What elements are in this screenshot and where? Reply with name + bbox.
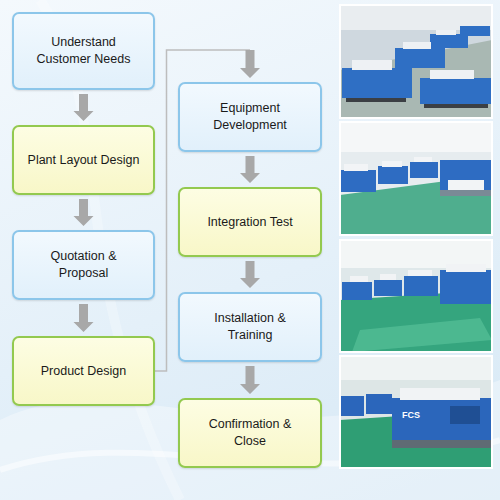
step-label: Installation & Training	[194, 310, 306, 344]
flow-arrow	[240, 366, 260, 394]
step-label: Understand Customer Needs	[28, 34, 140, 68]
step-label: Product Design	[41, 363, 126, 380]
process-box: Plant Layout Design	[12, 125, 155, 195]
process-box: Equipment Development	[178, 82, 322, 152]
process-box: Installation & Training	[178, 292, 322, 362]
step-label: Integration Test	[207, 214, 292, 231]
step-label: Quotation & Proposal	[28, 248, 140, 282]
step-label: Confirmation & Close	[194, 416, 306, 450]
process-box: Understand Customer Needs	[12, 12, 155, 90]
step-label: Plant Layout Design	[28, 152, 140, 169]
step-label: Equipment Development	[194, 100, 306, 134]
flow-arrow	[74, 199, 94, 226]
process-box: Product Design	[12, 336, 155, 406]
process-box: Integration Test	[178, 187, 322, 257]
flow-arrow	[74, 94, 94, 121]
flow-arrow	[240, 156, 260, 183]
process-box: Confirmation & Close	[178, 398, 322, 468]
machine-brand: FCS	[402, 410, 420, 420]
flow-arrow	[74, 304, 94, 332]
flow-arrow	[240, 261, 260, 288]
process-box: Quotation & Proposal	[12, 230, 155, 300]
